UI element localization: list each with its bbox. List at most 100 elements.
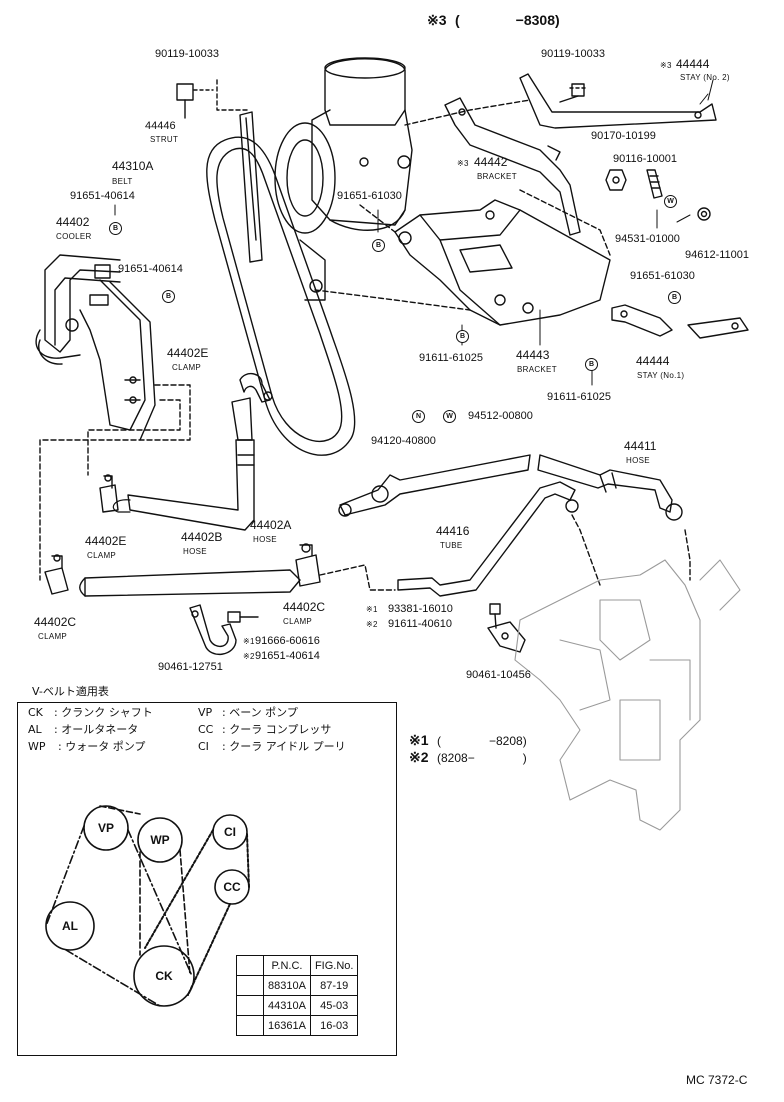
fig-cell[interactable]: 45-03 [309,995,359,1016]
pulley-al-label: AL [62,919,78,933]
fig-header: FIG.No. [309,955,359,976]
part-44444-stay2-name: STAY (No. 2) [680,73,730,82]
part-90119-right[interactable]: 90119-10033 [541,48,606,60]
part-44310A-number[interactable]: 44310A [112,159,154,173]
part-44411-name: HOSE [626,456,650,465]
part-44411-number[interactable]: 44411 [624,439,657,453]
part-91666-number[interactable]: 91666-60616 [255,635,320,647]
hose-44411-icon [338,454,683,521]
part-94612[interactable]: 94612-11001 [685,249,750,261]
part-44443-number[interactable]: 44443 [516,348,550,362]
part-44442-mark: ※3 [457,159,469,168]
bolt-icon [489,603,501,629]
part-44444-stay1-name: STAY (No.1) [637,371,685,380]
part-44402-number[interactable]: 44402 [56,215,90,229]
pnc-cell[interactable]: 88310A [263,975,311,996]
part-91666-mark: ※1 [243,637,255,646]
part-93381-number[interactable]: 93381-16010 [388,603,453,615]
part-94120[interactable]: 94120-40800 [371,435,436,447]
part-44446-name: STRUT [150,135,179,144]
washer-w-marker: W [664,195,677,208]
legend-desc-cc: : クーラ コンプレッサ [222,723,332,736]
part-90116[interactable]: 90116-10001 [613,153,678,165]
part-91611-61025-a[interactable]: 91611-61025 [419,352,484,364]
bracket-44442-icon [444,97,581,236]
part-91651-40614-top[interactable]: 91651-40614 [70,190,135,202]
hose-44402a-icon [79,569,301,597]
bolt-b-marker: B [109,222,122,235]
oil-cooler-icon [35,254,156,441]
fig-cell[interactable]: 16-03 [309,1015,359,1036]
footer-code: MC 7372-C [686,1073,748,1087]
part-91611-61025-b[interactable]: 91611-61025 [547,391,612,403]
part-44402E-low-number[interactable]: 44402E [85,534,127,548]
part-44402C-right-number[interactable]: 44402C [283,600,326,614]
pulley-cc-label: CC [223,880,241,894]
clamp-icon [487,621,526,653]
pulley-ci-label: CI [224,825,236,839]
part-44402A-name: HOSE [253,535,277,544]
part-44444-stay2-number[interactable]: 44444 [676,57,710,71]
part-44442-number[interactable]: 44442 [474,155,508,169]
part-44444-stay1-number[interactable]: 44444 [636,354,670,368]
part-90461-10456[interactable]: 90461-10456 [466,669,531,681]
part-90461-12751[interactable]: 90461-12751 [158,661,223,673]
part-44446-number[interactable]: 44446 [145,120,176,132]
part-91651-61030-a[interactable]: 91651-61030 [337,190,402,202]
legend-desc-ck: : クランク シャフト [54,706,153,719]
part-90119-left[interactable]: 90119-10033 [155,48,220,60]
legend-desc-al: : オールタネータ [54,723,139,736]
part-44402B-name: HOSE [183,547,207,556]
pnc-cell[interactable]: 44310A [263,995,311,1016]
steering-gear-housing-icon [514,559,741,831]
part-44416-number[interactable]: 44416 [436,524,470,538]
part-44402A-number[interactable]: 44402A [250,518,292,532]
part-44402B-number[interactable]: 44402B [181,530,223,544]
part-44402E-top-number[interactable]: 44402E [167,346,209,360]
pnc-table: P.N.C. FIG.No. 88310A 87-19 44310A 45-03… [236,955,359,1036]
header-range3: ( −8308) [455,12,560,28]
note1-mark: ※1 [409,732,429,748]
nut-icon [605,169,627,191]
legend-title: V-ベルト適用表 [32,685,109,698]
stay-no1-icon [611,304,749,339]
pulley-vp-label: VP [97,821,114,835]
table-row: 88310A 87-19 [236,975,359,996]
legend-abbr-ck: CK [28,706,43,719]
legend-desc-ci: : クーラ アイドル プーリ [222,740,346,753]
part-93381-mark: ※1 [366,605,378,614]
pnc-header: P.N.C. [263,955,311,976]
part-91651-40614-cooler[interactable]: 91651-40614 [118,263,183,275]
strut-icon [239,111,263,263]
line-style-cell [236,995,264,1016]
pulley-ck-label: CK [155,969,173,983]
part-94531[interactable]: 94531-01000 [615,233,680,245]
note2-range: (8208− ) [437,751,527,765]
part-44310A-name: BELT [112,177,133,186]
pnc-cell[interactable]: 16361A [263,1015,311,1036]
belt-legend-box [17,702,397,1056]
washer-icon [697,207,711,221]
part-44444-stay2-mark: ※3 [660,61,672,70]
clamp-icon [44,554,69,595]
legend-abbr-ci: CI [198,740,209,753]
stud-icon [646,169,663,199]
part-91651-61030-b[interactable]: 91651-61030 [630,270,695,282]
washer-w-marker: W [443,410,456,423]
legend-abbr-wp: WP [28,740,46,753]
line-style-cell [236,975,264,996]
part-44402E-top-name: CLAMP [172,363,202,372]
part-44402C-left-number[interactable]: 44402C [34,615,77,629]
part-44402-name: COOLER [56,232,92,241]
part-90170[interactable]: 90170-10199 [591,130,656,142]
part-91611-40610-mark: ※2 [366,620,378,629]
part-91611-40610-number[interactable]: 91611-40610 [388,618,453,630]
part-94512[interactable]: 94512-00800 [468,410,533,422]
fig-cell[interactable]: 87-19 [309,975,359,996]
pulley-wp-label: WP [150,833,170,847]
bolt-b-marker: B [668,291,681,304]
clamp-icon [99,474,119,513]
belt-routing-diagram [45,805,250,1007]
part-91651-40614-low-number[interactable]: 91651-40614 [255,650,320,662]
